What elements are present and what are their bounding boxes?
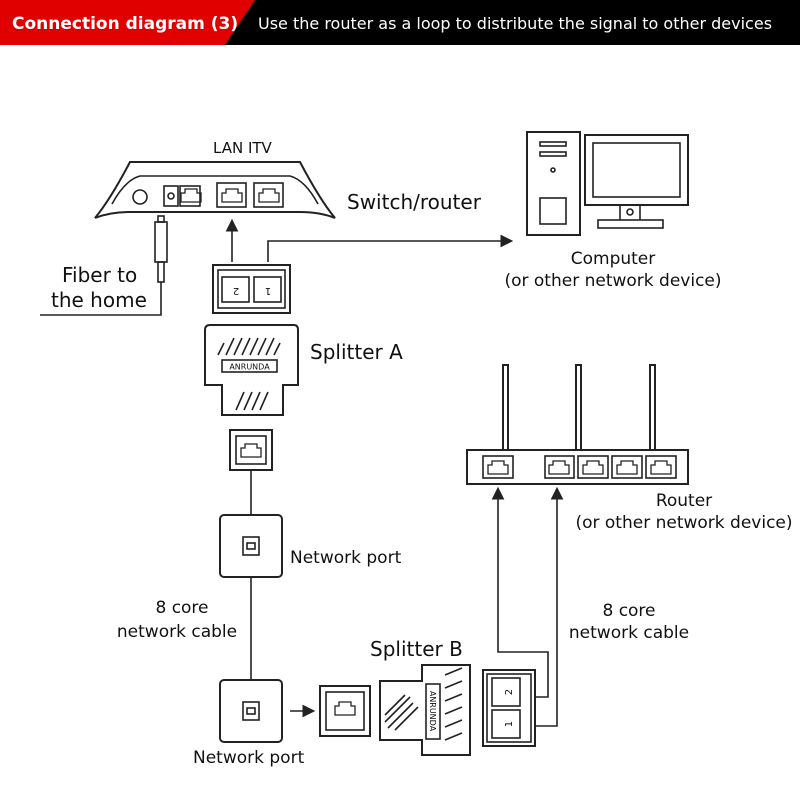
splitter-a-port1-label: 1 <box>265 285 271 296</box>
lan-port-icon <box>216 182 247 208</box>
router-device: Router (or other network device) <box>466 364 793 533</box>
cable-to-computer <box>267 234 514 262</box>
network-port-1: Network port <box>219 514 402 578</box>
header-title: Connection diagram (3) <box>12 14 238 34</box>
splitter-b-port2-label: 2 <box>504 689 515 695</box>
network-port-2-label: Network port <box>193 748 305 768</box>
splitter-b-port1-label: 1 <box>504 721 515 727</box>
splitter-a-brand: ANRUNDA <box>229 363 270 372</box>
antenna-icon <box>502 364 509 452</box>
header-accent <box>0 0 255 45</box>
header-bar: Connection diagram (3) Use the router as… <box>0 0 800 45</box>
power-button-icon <box>132 189 148 205</box>
fiber-label-line1: Fiber to <box>62 263 137 287</box>
network-port-1-label: Network port <box>290 548 402 568</box>
cable-right-label-line2: network cable <box>569 623 689 643</box>
lan-itv-label: LAN ITV <box>213 139 273 157</box>
antenna-icon <box>649 364 656 452</box>
cable-left-label-line1: 8 core <box>155 598 208 618</box>
splitter-b-brand: ANRUNDA <box>428 691 437 732</box>
switch-router-device: LAN ITV Switch/router <box>94 139 482 219</box>
splitter-a-port2-label: 2 <box>233 285 239 296</box>
cable-left-label-line2: network cable <box>117 622 237 642</box>
splitter-a-label: Splitter A <box>310 340 403 364</box>
cable-port2-to-router <box>491 486 549 698</box>
switch-router-label: Switch/router <box>347 190 482 214</box>
router-sublabel: (or other network device) <box>575 513 792 533</box>
router-label: Router <box>656 491 712 511</box>
cable-right-label-line1: 8 core <box>602 601 655 621</box>
computer-icon: Computer (or other network device) <box>504 131 722 291</box>
fiber-label-line2: the home <box>51 288 147 312</box>
splitter-a: 2 1 ANRUNDA Splitter A <box>204 264 403 416</box>
splitter-b: ANRUNDA 2 1 Splitter B <box>319 637 536 756</box>
fiber-connector: Fiber to the home <box>40 215 168 316</box>
rj45-jack <box>229 429 273 471</box>
network-port-2: Network port <box>193 679 305 768</box>
cable-port1-to-router <box>535 486 564 727</box>
computer-label: Computer <box>571 249 656 269</box>
itv-port-icon <box>253 182 284 208</box>
computer-sublabel: (or other network device) <box>504 271 721 291</box>
header-subtitle: Use the router as a loop to distribute t… <box>258 14 772 33</box>
antenna-icon <box>575 364 582 452</box>
power-jack-icon <box>163 185 179 207</box>
splitter-b-label: Splitter B <box>370 637 463 661</box>
